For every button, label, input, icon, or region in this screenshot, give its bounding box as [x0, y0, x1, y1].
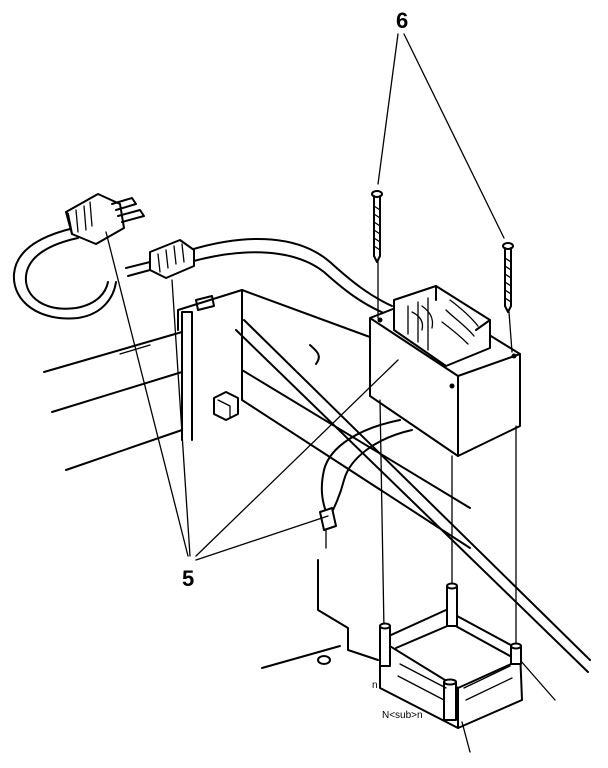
mounting-screw-right: [502, 242, 514, 313]
callout-label-6: 6: [396, 8, 408, 33]
power-plug: [65, 193, 145, 245]
power-cord: [12, 227, 117, 320]
transformer-cord: [125, 237, 393, 315]
leader-lines-6: [377, 33, 505, 239]
alignment-lines: [377, 261, 517, 651]
chassis-housing: [177, 289, 591, 701]
cord-connector: [149, 239, 195, 279]
mounting-screw-left: [371, 190, 383, 263]
cabinet-side-panel: [43, 311, 193, 471]
bracket-mark-a: n: [372, 680, 378, 691]
mounting-bracket: [379, 582, 523, 753]
callout-label-5: 5: [182, 566, 194, 591]
transformer: [319, 285, 521, 549]
leader-lines-5: [105, 231, 399, 561]
bracket-mark-b: N<sub>n: [382, 710, 423, 721]
